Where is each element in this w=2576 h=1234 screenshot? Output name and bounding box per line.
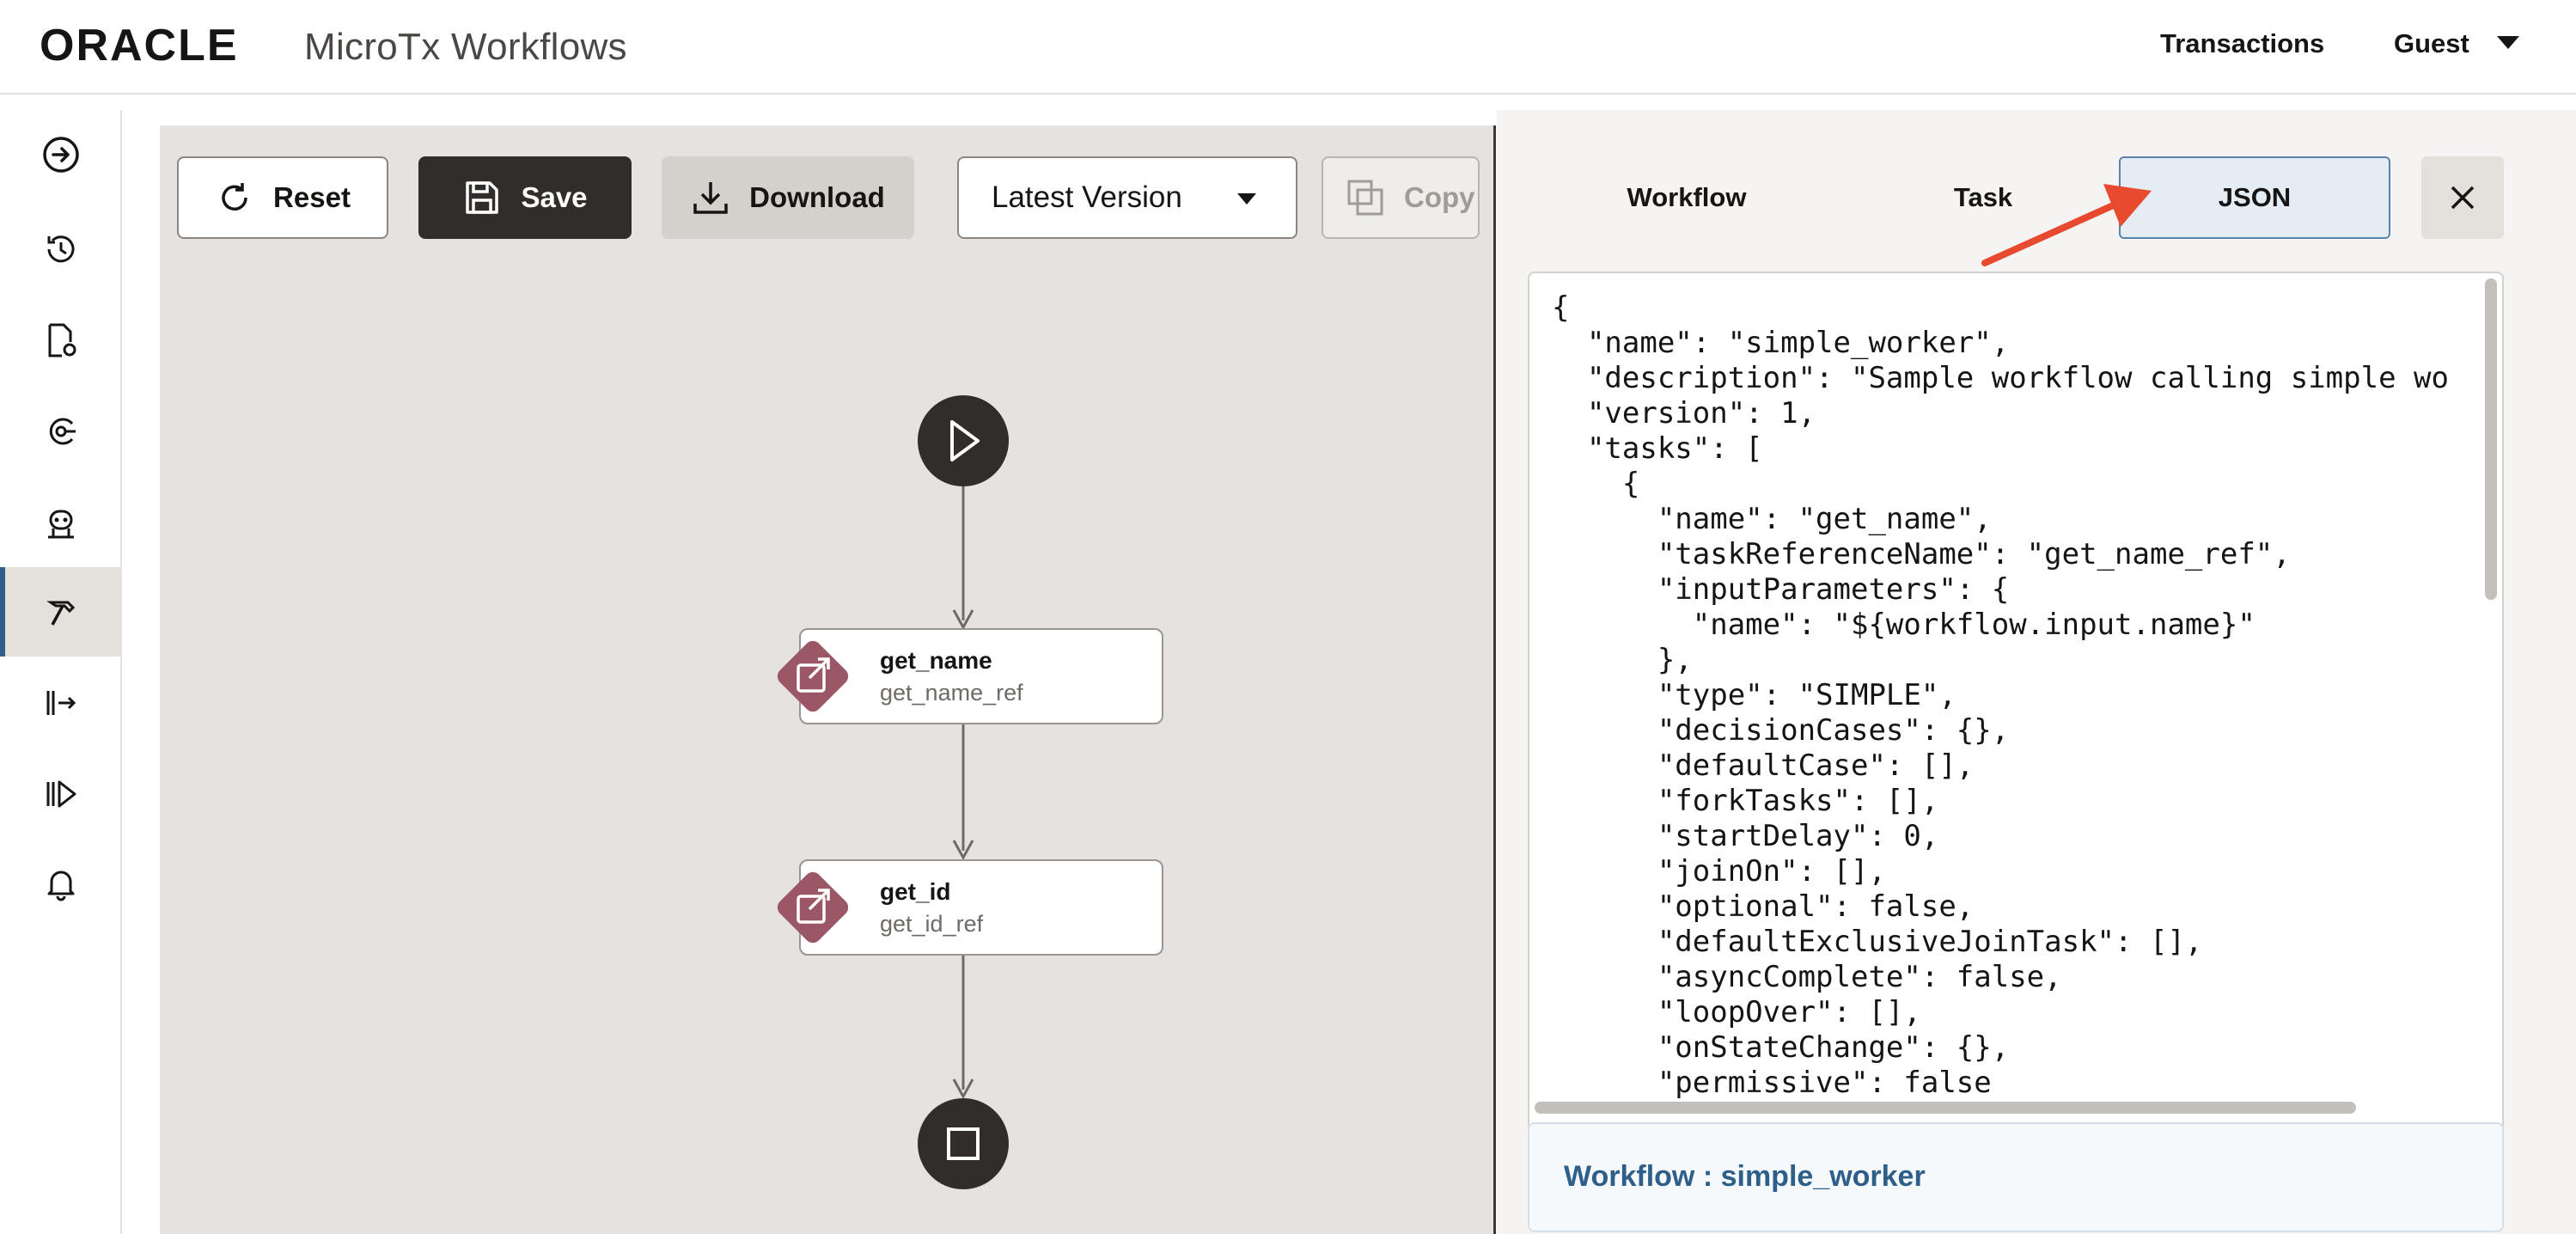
copy-button[interactable]: Copy bbox=[1322, 156, 1480, 239]
external-link-icon bbox=[777, 871, 849, 944]
chevron-down-icon[interactable] bbox=[2497, 36, 2519, 49]
task-ref: get_name_ref bbox=[880, 680, 1023, 706]
save-icon bbox=[466, 181, 499, 214]
download-icon bbox=[693, 182, 728, 214]
task-node-get-name[interactable]: get_name get_name_ref bbox=[799, 628, 1163, 724]
download-button[interactable]: Download bbox=[662, 156, 914, 239]
sidebar-item-history[interactable] bbox=[0, 205, 122, 294]
task-ref: get_id_ref bbox=[880, 911, 984, 937]
sidebar-item-runs[interactable] bbox=[0, 749, 122, 839]
close-icon bbox=[2451, 186, 2475, 210]
close-panel-button[interactable] bbox=[2421, 156, 2504, 239]
version-select[interactable]: Latest Version bbox=[957, 156, 1297, 239]
tab-json[interactable]: JSON bbox=[2119, 156, 2390, 239]
task-name: get_name bbox=[880, 647, 992, 674]
transaction-icon bbox=[49, 418, 76, 445]
run-icon bbox=[46, 780, 76, 808]
refresh-icon bbox=[222, 183, 247, 211]
save-label: Save bbox=[521, 181, 588, 213]
bell-icon bbox=[47, 871, 75, 901]
workflow-summary: Workflow : simple_worker bbox=[1528, 1122, 2504, 1232]
sidebar-item-workers[interactable] bbox=[0, 478, 122, 567]
sidebar-item-notifications[interactable] bbox=[0, 839, 122, 928]
user-menu[interactable]: Guest bbox=[2394, 28, 2469, 58]
task-node-get-id[interactable]: get_id get_id_ref bbox=[799, 859, 1163, 956]
version-select-value: Latest Version bbox=[992, 180, 1182, 214]
nav-transactions-link[interactable]: Transactions bbox=[2160, 28, 2325, 58]
execute-icon bbox=[46, 691, 76, 715]
oracle-logo: ORACLE bbox=[40, 24, 239, 65]
app-title: MicroTx Workflows bbox=[304, 26, 627, 68]
start-node[interactable] bbox=[918, 395, 1009, 486]
reset-button[interactable]: Reset bbox=[177, 156, 388, 239]
copy-icon bbox=[1347, 180, 1383, 216]
top-header: ORACLE MicroTx Workflows Transactions Gu… bbox=[0, 0, 2576, 95]
tab-workflow[interactable]: Workflow bbox=[1627, 182, 1747, 212]
robot-icon bbox=[48, 510, 74, 539]
external-link-icon bbox=[777, 640, 849, 712]
history-icon bbox=[47, 235, 75, 263]
sidebar-item-execute[interactable] bbox=[0, 658, 122, 748]
sidebar-item-start[interactable] bbox=[0, 110, 122, 199]
sidebar-item-definitions[interactable] bbox=[0, 296, 122, 385]
json-editor-text[interactable]: { "name": "simple_worker", "description"… bbox=[1552, 290, 2449, 1098]
workflow-summary-title: Workflow : simple_worker bbox=[1564, 1160, 1926, 1193]
panel-splitter[interactable] bbox=[1493, 125, 1496, 1234]
task-name: get_id bbox=[880, 878, 951, 905]
reset-label: Reset bbox=[273, 181, 351, 213]
play-icon bbox=[950, 420, 980, 461]
hammer-icon bbox=[46, 601, 76, 626]
chevron-down-icon bbox=[1237, 193, 1256, 205]
sidebar bbox=[0, 110, 122, 1234]
arrow-right-circle-icon bbox=[43, 137, 79, 173]
document-settings-icon bbox=[48, 323, 76, 357]
sidebar-item-builder[interactable] bbox=[0, 567, 122, 657]
stop-icon bbox=[947, 1127, 980, 1160]
save-button[interactable]: Save bbox=[418, 156, 632, 239]
json-editor[interactable]: { "name": "simple_worker", "description"… bbox=[1528, 272, 2504, 1131]
copy-label: Copy bbox=[1404, 181, 1475, 213]
sidebar-item-transactions[interactable] bbox=[0, 387, 122, 476]
json-vertical-scrollbar[interactable] bbox=[2485, 278, 2497, 600]
download-label: Download bbox=[749, 181, 885, 213]
end-node[interactable] bbox=[918, 1098, 1009, 1189]
json-horizontal-scrollbar[interactable] bbox=[1535, 1102, 2356, 1114]
svg-text:ORACLE: ORACLE bbox=[40, 24, 239, 65]
tab-task[interactable]: Task bbox=[1953, 182, 2013, 212]
